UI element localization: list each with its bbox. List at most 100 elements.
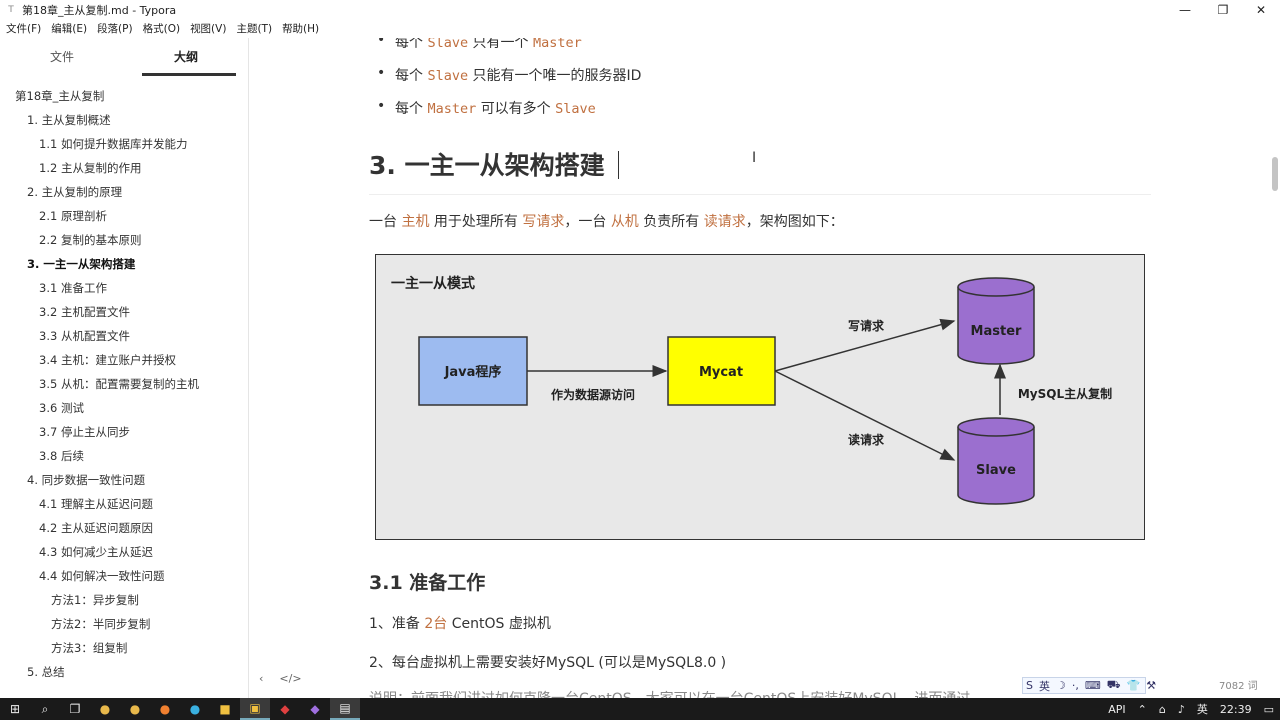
chevron-up-icon[interactable]: ⌃ — [1137, 702, 1147, 716]
network-icon[interactable]: ⌂ — [1158, 702, 1166, 716]
mycat-label: Mycat — [699, 365, 743, 380]
outline-item[interactable]: 1.2 主从复制的作用 — [39, 161, 142, 175]
step-1: 1、准备 2台 CentOS 虚拟机 — [369, 616, 551, 632]
terminal-icon[interactable]: ▣ — [240, 698, 270, 720]
edge-icon[interactable]: ● — [189, 702, 201, 716]
menu-edit[interactable]: 编辑(E) — [51, 23, 88, 35]
java-box — [418, 336, 528, 406]
ime-toolbar[interactable]: S 英 ☽ ·, ⌨ ⛟ 👕 ⚒ — [1022, 677, 1156, 694]
outline-item[interactable]: 4.1 理解主从延迟问题 — [39, 497, 153, 511]
outline-item[interactable]: 第18章_主从复制 — [15, 89, 105, 103]
clock[interactable]: 22:39 — [1219, 702, 1252, 716]
outline-item[interactable]: 4.4 如何解决一致性问题 — [39, 569, 165, 583]
outline-item[interactable]: 3.5 从机：配置需要复制的主机 — [39, 377, 199, 391]
chrome-icon-2[interactable]: ● — [129, 702, 141, 716]
notification-icon[interactable]: ▭ — [1263, 702, 1274, 716]
menu-file[interactable]: 文件(F) — [6, 23, 42, 35]
outline-item[interactable]: 3.8 后续 — [39, 449, 84, 463]
firefox-icon[interactable]: ● — [159, 702, 171, 716]
list-item: 每个 Slave 只能有一个唯一的服务器ID — [377, 65, 642, 85]
outline-item[interactable]: 3. 一主一从架构搭建 — [27, 257, 136, 271]
step-3-partial: 说明：前面我们讲过如何克隆一台CentOS。大家可以在一台CentOS上安装好M… — [369, 688, 970, 698]
outline-item[interactable]: 方法2：半同步复制 — [51, 617, 151, 631]
intro-paragraph: 一台 主机 用于处理所有 写请求，一台 从机 负责所有 读请求，架构图如下： — [369, 214, 844, 230]
outline-item[interactable]: 3.1 准备工作 — [39, 281, 107, 295]
tab-outline[interactable]: 大纲 — [124, 38, 248, 76]
write-label: 写请求 — [848, 318, 885, 333]
subsection-heading: 3.1 准备工作 — [369, 572, 486, 594]
window-title: 第18章_主从复制.md - Typora — [22, 3, 177, 17]
diagram-title: 一主一从模式 — [391, 275, 475, 292]
menu-bar: 文件(F) 编辑(E) 段落(P) 格式(O) 视图(V) 主题(T) 帮助(H… — [0, 19, 1280, 38]
ime-lang[interactable]: 英 — [1038, 679, 1050, 693]
outline-item[interactable]: 3.3 从机配置文件 — [39, 329, 130, 343]
file-explorer-icon[interactable]: ■ — [219, 702, 231, 716]
outline-item[interactable]: 3.6 测试 — [39, 401, 84, 415]
source-code-mode-icon[interactable]: </> — [279, 672, 302, 685]
minimize-button[interactable]: — — [1179, 2, 1191, 17]
outline-item[interactable]: 4.3 如何减少主从延迟 — [39, 545, 153, 559]
close-button[interactable]: ✕ — [1255, 2, 1267, 17]
outline-item[interactable]: 4. 同步数据一致性问题 — [27, 473, 146, 487]
menu-theme[interactable]: 主题(T) — [236, 23, 273, 35]
ibeam-cursor-icon: I — [752, 150, 757, 166]
master-db — [957, 277, 1035, 365]
word-count[interactable]: 7082 词 — [1219, 681, 1258, 692]
outline-item[interactable]: 方法3：组复制 — [51, 641, 128, 655]
app-icon[interactable]: ◆ — [280, 702, 290, 716]
visual-studio-icon[interactable]: ◆ — [310, 702, 320, 716]
ime-skin-icon[interactable]: 👕 — [1126, 679, 1141, 692]
collapse-sidebar-icon[interactable]: ‹ — [259, 672, 264, 685]
list-item: 每个 Slave 只有一个 Master — [377, 38, 582, 52]
search-icon[interactable]: ⌕ — [41, 701, 49, 716]
menu-format[interactable]: 格式(O) — [142, 23, 181, 35]
ime-moon-icon[interactable]: ☽ — [1055, 679, 1066, 692]
tab-files[interactable]: 文件 — [49, 50, 74, 64]
typora-icon[interactable]: ▤ — [330, 698, 360, 720]
tray-ime-lang[interactable]: 英 — [1196, 703, 1208, 716]
system-tray: API ⌃ ⌂ ♪ 英 22:39 ▭ — [1102, 698, 1280, 720]
outline-item[interactable]: 3.7 停止主从同步 — [39, 425, 130, 439]
outline-item[interactable]: 1. 主从复制概述 — [27, 113, 111, 127]
read-arrow — [774, 370, 956, 461]
replication-label: MySQL主从复制 — [1018, 386, 1112, 401]
taskbar: ⊞ ⌕ ❐ ● ● ● ● ■ ▣ ◆ ◆ ▤ API ⌃ ⌂ ♪ 英 22:3… — [0, 698, 1280, 720]
list-item: 每个 Master 可以有多个 Slave — [377, 98, 596, 118]
outline-item[interactable]: 4.2 主从延迟问题原因 — [39, 521, 153, 535]
outline-item[interactable]: 方法1：异步复制 — [51, 593, 139, 607]
section-heading: 3. 一主一从架构搭建 — [369, 151, 605, 180]
scrollbar-thumb[interactable] — [1272, 157, 1278, 191]
chrome-icon[interactable]: ● — [99, 702, 111, 716]
ime-keyboard-icon[interactable]: ⌨ — [1084, 679, 1101, 692]
editor-content[interactable]: 每个 Slave 只有一个 Master 每个 Slave 只能有一个唯一的服务… — [250, 38, 1268, 698]
maximize-button[interactable]: ❐ — [1217, 2, 1229, 17]
sidebar-footer: ‹ </> — [249, 672, 308, 685]
outline-item[interactable]: 2.1 原理剖析 — [39, 209, 107, 223]
windows-icon[interactable]: ⊞ — [9, 702, 21, 716]
sidebar: 文件 大纲 第18章_主从复制 1. 主从复制概述 1.1 如何提升数据库并发能力 1… — [0, 38, 249, 698]
tray-api[interactable]: API — [1108, 702, 1126, 716]
outline-item[interactable]: 3.2 主机配置文件 — [39, 305, 130, 319]
outline-list: 第18章_主从复制 1. 主从复制概述 1.1 如何提升数据库并发能力 1.2 主从复… — [0, 84, 248, 684]
outline-item[interactable]: 5. 总结 — [27, 665, 65, 679]
title-bar: T 第18章_主从复制.md - Typora — ❐ ✕ — [0, 0, 1280, 19]
text-cursor — [618, 151, 619, 179]
menu-view[interactable]: 视图(V) — [190, 23, 227, 35]
menu-paragraph[interactable]: 段落(P) — [97, 23, 133, 35]
ime-punct-icon[interactable]: ·, — [1071, 679, 1079, 692]
sidebar-tabs: 文件 大纲 — [0, 38, 248, 76]
step-2: 2、每台虚拟机上需要安装好MySQL (可以是MySQL8.0 ) — [369, 655, 727, 671]
outline-item[interactable]: 2.2 复制的基本原则 — [39, 233, 142, 247]
menu-help[interactable]: 帮助(H) — [282, 23, 320, 35]
task-view-icon[interactable]: ❐ — [69, 702, 81, 716]
ime-tool-icon[interactable]: ⛟ — [1106, 678, 1121, 691]
volume-icon[interactable]: ♪ — [1177, 702, 1185, 716]
write-arrow — [774, 318, 956, 372]
ime-settings-icon[interactable]: ⚒ — [1146, 679, 1157, 692]
outline-item[interactable]: 2. 主从复制的原理 — [27, 185, 123, 199]
outline-item[interactable]: 3.4 主机：建立账户并授权 — [39, 353, 176, 367]
ime-logo-icon[interactable]: S — [1026, 679, 1033, 692]
outline-item[interactable]: 1.1 如何提升数据库并发能力 — [39, 137, 188, 151]
slave-db — [957, 417, 1035, 505]
read-label: 读请求 — [848, 432, 885, 447]
